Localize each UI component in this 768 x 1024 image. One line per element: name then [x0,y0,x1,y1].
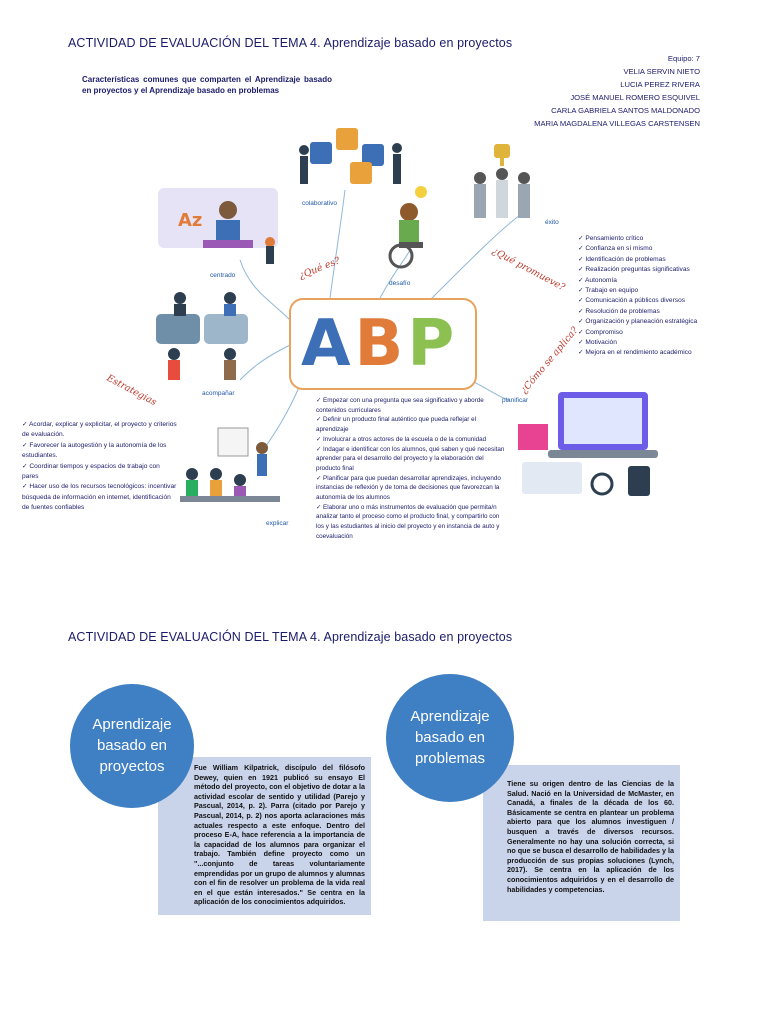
list-item: Trabajo en equipo [578,286,728,296]
page2-title: ACTIVIDAD DE EVALUACIÓN DEL TEMA 4. Apre… [68,630,513,644]
abp-word: ABP [301,306,458,382]
list-item: Empezar con una pregunta que sea signifi… [316,396,506,415]
list-item: Motivación [578,338,728,348]
list-item: Acordar, explicar y explicitar, el proye… [22,420,177,441]
label-explicar: explicar [266,520,289,527]
list-item: Coordinar tiempos y espacios de trabajo … [22,462,177,483]
ab-problemas-circle: Aprendizaje basado en problemas [386,674,514,802]
list-item: Resolución de problemas [578,307,728,317]
list-item: Hacer uso de los recursos tecnológicos: … [22,482,177,513]
classroom-presentation-illustration [172,424,292,520]
students-desk-illustration: Az [148,178,288,268]
list-item: Involucrar a otros actores de la escuela… [316,435,506,445]
list-item: Autonomía [578,276,728,286]
team-member: JOSÉ MANUEL ROMERO ESQUIVEL [570,93,700,102]
ab-problemas-panel: Tiene su origen dentro de las Ciencias d… [483,765,680,921]
laptop-planning-illustration [508,384,658,504]
list-item: Organización y planeación estratégica [578,317,728,327]
page-title: ACTIVIDAD DE EVALUACIÓN DEL TEMA 4. Apre… [68,36,513,50]
abp-letter-a: A [301,307,355,381]
promueve-list: Pensamiento crítico Confianza en sí mism… [578,234,728,359]
label-acompanar: acompañar [202,390,235,397]
list-item: Compromiso [578,328,728,338]
team-member: MARIA MAGDALENA VILLEGAS CARSTENSEN [534,119,700,128]
estrategias-list: Acordar, explicar y explicitar, el proye… [22,420,177,514]
team-member: VELIA SERVIN NIETO [623,67,700,76]
label-planificar: planificar [502,397,529,404]
subtitle: Características comunes que comparten el… [82,75,332,95]
trophy-teamwork-illustration [460,140,550,230]
puzzle-people-illustration [150,286,260,386]
label-centrado: centrado [210,272,236,279]
list-item: Comunicación a públicos diversos [578,296,728,306]
list-item: Mejora en el rendimiento académico [578,348,728,358]
list-item: Indagar e identificar con los alumnos, q… [316,445,506,474]
list-item: Planificar para que puedan desarrollar a… [316,474,506,503]
mindmap-connectors [239,189,521,456]
abp-letter-p: P [407,307,459,381]
list-item: Identificación de problemas [578,255,728,265]
label-exito: éxito [545,219,559,226]
list-item: Realización preguntas significativas [578,265,728,275]
team-label: Equipo: 7 [667,54,700,63]
svg-text:Az: Az [178,210,202,231]
team-block: Equipo: 7 VELIA SERVIN NIETO LUCIA PEREZ… [534,52,700,130]
list-item: Favorecer la autogestión y la autonomía … [22,441,177,462]
puzzle-teamwork-illustration [292,120,412,190]
list-item: Confianza en sí mismo [578,244,728,254]
girl-wheelchair-lightbulb-illustration [385,182,441,270]
abp-center-box: ABP [289,298,477,390]
ab-proyectos-panel: Fue William Kilpatrick, discípulo del fi… [158,757,371,915]
list-item: Pensamiento crítico [578,234,728,244]
label-desafio: desafío [389,280,411,287]
ab-proyectos-circle: Aprendizaje basado en proyectos [70,684,194,808]
label-colaborativo: colaborativo [302,200,338,207]
team-member: LUCIA PEREZ RIVERA [620,80,700,89]
list-item: Definir un producto final auténtico que … [316,415,506,434]
list-item: Elaborar uno o más instrumentos de evalu… [316,503,506,542]
team-member: CARLA GABRIELA SANTOS MALDONADO [551,106,700,115]
abp-letter-b: B [354,307,408,381]
aplica-list: Empezar con una pregunta que sea signifi… [316,396,506,542]
